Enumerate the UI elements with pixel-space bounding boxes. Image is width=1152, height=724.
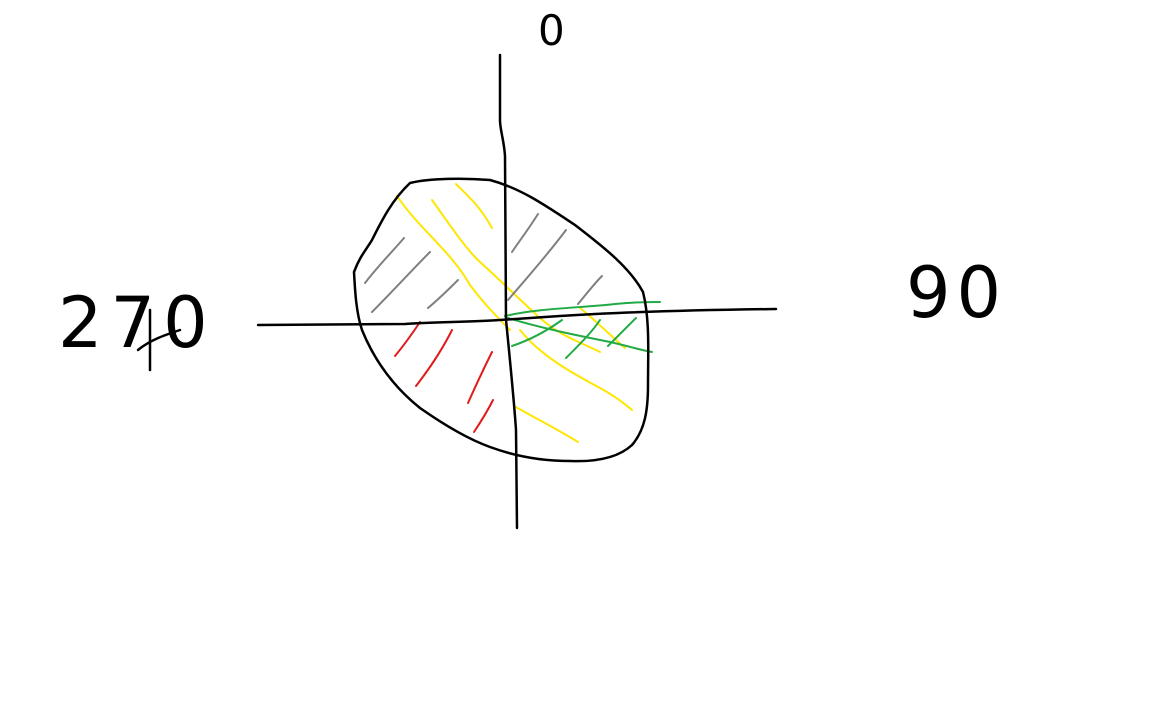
red-stroke [467, 351, 493, 404]
green-hatching [504, 301, 661, 359]
red-stroke [394, 321, 421, 357]
gray-stroke [427, 279, 459, 309]
green-stroke [504, 301, 661, 317]
yellow-stroke [455, 183, 493, 229]
label-left-270: 270 [58, 282, 216, 364]
green-stroke [507, 317, 653, 353]
horizontal-axis [256, 307, 778, 327]
label-right-90: 90 [906, 252, 1008, 334]
yellow-hatching [396, 183, 633, 443]
green-stroke [511, 319, 563, 347]
label-270-cross-stroke [136, 328, 182, 352]
gray-stroke [371, 251, 431, 313]
gray-hatching [364, 213, 603, 313]
gray-stroke [507, 229, 567, 301]
yellow-stroke [513, 405, 579, 443]
ellipse-outline [352, 177, 650, 463]
red-stroke [473, 399, 494, 433]
gray-stroke [364, 237, 405, 284]
red-hatching [394, 321, 494, 433]
green-stroke [607, 317, 637, 347]
red-stroke [415, 329, 453, 387]
yellow-stroke [396, 195, 511, 331]
green-stroke [565, 319, 601, 359]
gray-stroke [577, 275, 603, 305]
gray-stroke [511, 213, 539, 253]
yellow-stroke [431, 199, 601, 353]
label-top-0: 0 [538, 6, 567, 55]
yellow-stroke [519, 329, 633, 411]
